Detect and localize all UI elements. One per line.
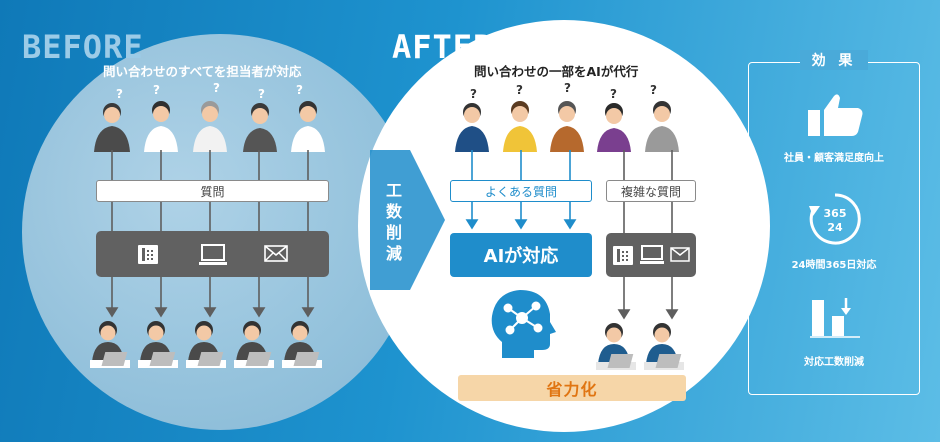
svg-text:?: ? [116,87,123,101]
transition-arrow [370,150,445,290]
svg-text:?: ? [258,87,265,101]
before-customers: ? ? ? ? ? [94,81,325,152]
person-icon: ? [291,83,325,152]
before-channel-bar [96,231,329,277]
labor-saving-label: 省力化 [546,380,598,399]
mail-icon [670,247,690,262]
svg-text:?: ? [650,83,657,97]
complex-question-label: 複雑な質問 [620,184,681,199]
person-icon: ? [243,87,277,152]
svg-text:?: ? [564,81,571,95]
operator-icon [596,323,636,370]
thumbs-up-icon [808,94,863,136]
svg-text:?: ? [516,83,523,97]
svg-text:?: ? [470,87,477,101]
operator-icon [90,321,130,368]
svg-text:?: ? [610,87,617,101]
person-icon: ? [645,83,679,152]
operator-icon [186,321,226,368]
reduction-chart-icon [810,298,860,338]
effects-title: 効 果 [800,50,868,70]
after-operators [596,323,684,370]
after-customers: ? ? ? ? ? [455,81,679,152]
before-heading: BEFORE [22,28,144,66]
complex-question-box: 複雑な質問 [606,180,696,202]
ai-brain-head-icon [491,290,556,358]
person-icon: ? [193,81,227,152]
person-icon: ? [455,87,489,152]
before-operators [90,321,322,368]
svg-text:?: ? [153,83,160,97]
svg-text:365: 365 [824,207,847,220]
before-question-box: 質問 [96,180,329,202]
phone-icon [613,246,633,265]
person-icon: ? [550,81,584,152]
common-question-label: よくある質問 [484,184,557,199]
operator-icon [138,321,178,368]
before-title: 問い合わせのすべてを担当者が対応 [103,64,302,79]
after-heading: AFTER [392,28,494,66]
before-flow-arrows [105,150,315,318]
svg-text:?: ? [296,83,303,97]
ai-response-label: AIが対応 [483,246,559,267]
satisfaction-label: 社員・顧客満足度向上 [784,153,884,164]
after-title: 問い合わせの一部をAIが代行 [474,64,639,79]
person-icon: ? [94,87,130,152]
computer-icon [640,245,664,264]
always-available-label: 24時間365日対応 [791,260,877,271]
before-question-label: 質問 [200,184,225,199]
svg-text:?: ? [213,81,220,95]
person-icon: ? [503,83,537,152]
workload-reduction-label: 工 数 削 減 [385,181,402,263]
clock-365-24-icon: 365 24 [809,193,861,245]
workload-reduction-effect-label: 対応工数削減 [804,357,864,368]
computer-icon [199,244,227,265]
ai-response-box: AIが対応 [450,233,592,277]
person-icon: ? [144,83,178,152]
mail-icon [264,245,288,262]
person-icon: ? [597,87,631,152]
operator-icon [282,321,322,368]
common-question-box: よくある質問 [450,180,592,202]
svg-text:24: 24 [827,221,843,234]
phone-icon [138,245,158,264]
operator-icon [644,323,684,370]
operator-icon [234,321,274,368]
labor-saving-banner: 省力化 [458,375,686,401]
